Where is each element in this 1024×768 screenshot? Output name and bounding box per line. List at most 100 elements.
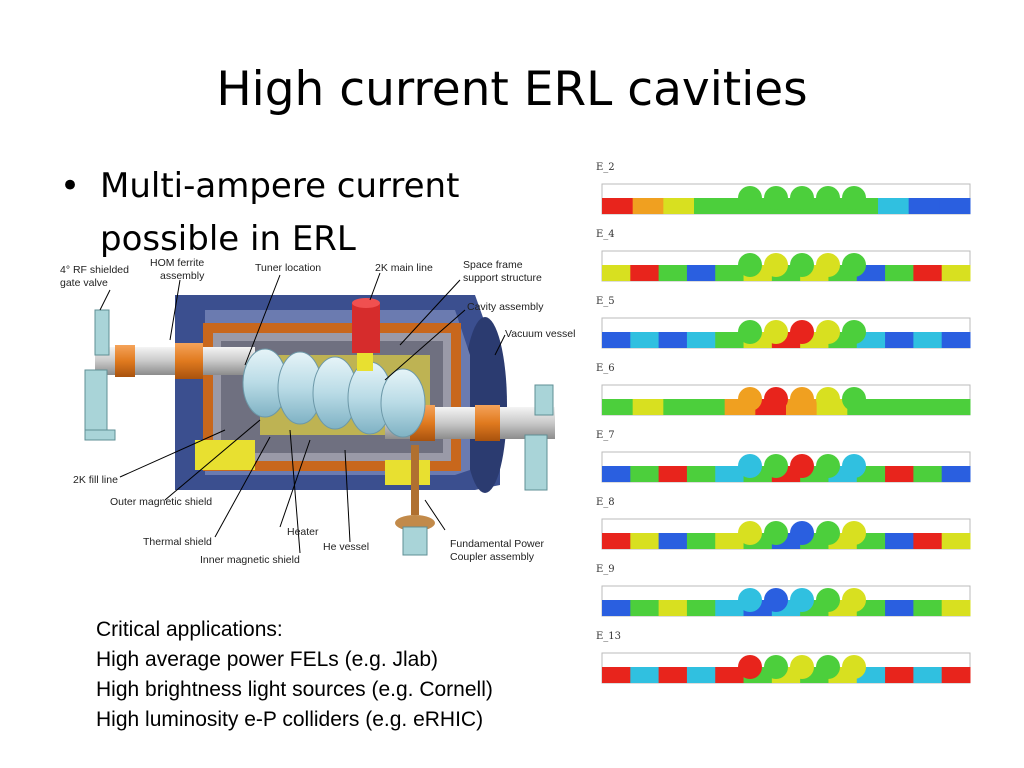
field-cell bbox=[738, 186, 762, 210]
cryomodule-diagram: 4° RF shielded gate valve HOM ferrite as… bbox=[60, 257, 575, 566]
field-cell bbox=[842, 588, 866, 612]
field-segment bbox=[602, 265, 631, 281]
field-segment bbox=[908, 198, 940, 214]
field-segment bbox=[630, 667, 660, 683]
field-segment bbox=[715, 667, 745, 683]
gate-valve-right bbox=[524, 384, 554, 491]
field-segment bbox=[602, 466, 631, 482]
field-map-strip: E_4 bbox=[596, 229, 971, 282]
field-cell bbox=[738, 320, 762, 344]
field-segment bbox=[941, 600, 971, 616]
field-map-strip: E_7 bbox=[596, 430, 971, 483]
field-map-strip: E_8 bbox=[596, 497, 971, 550]
field-segment bbox=[913, 600, 943, 616]
field-cell bbox=[738, 387, 762, 411]
gate-valve-left bbox=[84, 309, 116, 441]
field-segment bbox=[630, 332, 660, 348]
field-segment bbox=[658, 667, 688, 683]
field-segment bbox=[686, 265, 716, 281]
power-coupler bbox=[395, 445, 435, 556]
field-segment bbox=[658, 600, 688, 616]
field-cell bbox=[816, 253, 840, 277]
field-cell bbox=[816, 387, 840, 411]
field-segment bbox=[658, 265, 688, 281]
field-segment bbox=[913, 466, 943, 482]
application-item: High brightness light sources (e.g. Corn… bbox=[96, 678, 493, 701]
field-segment bbox=[878, 198, 910, 214]
field-segment bbox=[686, 332, 716, 348]
field-segment bbox=[939, 399, 971, 415]
field-segment bbox=[908, 399, 940, 415]
label-inner-magnetic-shield: Inner magnetic shield bbox=[200, 554, 300, 566]
field-cell bbox=[738, 454, 762, 478]
label-fundamental-power: Fundamental Power bbox=[450, 538, 544, 550]
field-segment bbox=[715, 466, 745, 482]
field-cell bbox=[790, 588, 814, 612]
field-segment bbox=[913, 332, 943, 348]
field-cell bbox=[738, 588, 762, 612]
field-segment bbox=[885, 466, 914, 482]
field-cell bbox=[790, 320, 814, 344]
field-cell bbox=[790, 521, 814, 545]
field-segment bbox=[658, 332, 688, 348]
field-map-label: E_7 bbox=[596, 430, 615, 441]
field-segment bbox=[602, 533, 631, 549]
field-cell bbox=[790, 186, 814, 210]
field-cell bbox=[842, 655, 866, 679]
field-map-label: E_2 bbox=[596, 162, 615, 173]
beam-pipe bbox=[95, 343, 555, 441]
label-outer-magnetic-shield: Outer magnetic shield bbox=[110, 496, 212, 508]
field-cell bbox=[790, 253, 814, 277]
field-segment bbox=[913, 533, 943, 549]
field-map-label: E_9 bbox=[596, 564, 615, 575]
field-cell bbox=[764, 387, 788, 411]
field-cell bbox=[738, 521, 762, 545]
field-map-strip: E_9 bbox=[596, 564, 971, 617]
field-map-strip: E_6 bbox=[596, 363, 971, 416]
application-item: High average power FELs (e.g. Jlab) bbox=[96, 648, 438, 671]
field-segment bbox=[885, 667, 914, 683]
field-cell bbox=[816, 521, 840, 545]
field-cell bbox=[816, 655, 840, 679]
field-segment bbox=[602, 332, 631, 348]
applications-block: Critical applications: High average powe… bbox=[96, 615, 493, 735]
field-segment bbox=[630, 533, 660, 549]
field-segment bbox=[694, 198, 726, 214]
label-heater: Heater bbox=[287, 526, 319, 538]
field-segment bbox=[885, 533, 914, 549]
field-segment bbox=[941, 533, 971, 549]
field-cell bbox=[842, 387, 866, 411]
leader-lines bbox=[99, 272, 506, 554]
field-segment bbox=[694, 399, 726, 415]
svg-text:assembly: assembly bbox=[160, 270, 205, 282]
field-segment bbox=[913, 265, 943, 281]
field-segment bbox=[885, 332, 914, 348]
label-space-frame: Space frame bbox=[463, 259, 523, 271]
field-cell bbox=[790, 387, 814, 411]
field-map-label: E_13 bbox=[596, 631, 621, 642]
field-map-label: E_5 bbox=[596, 296, 615, 307]
field-map-strip: E_2 bbox=[596, 162, 971, 215]
field-cell bbox=[842, 186, 866, 210]
field-cell bbox=[764, 320, 788, 344]
field-segment bbox=[658, 466, 688, 482]
label-2k-fill-line: 2K fill line bbox=[73, 474, 118, 486]
field-cell bbox=[764, 253, 788, 277]
field-map-strip: E_5 bbox=[596, 296, 971, 349]
field-cell bbox=[764, 521, 788, 545]
field-segment bbox=[686, 600, 716, 616]
field-map-label: E_4 bbox=[596, 229, 615, 240]
field-segment bbox=[630, 600, 660, 616]
bullet-point: • Multi-ampere current possible in ERL bbox=[60, 160, 530, 266]
field-segment bbox=[715, 600, 745, 616]
field-segment bbox=[632, 198, 664, 214]
label-hom-ferrite: HOM ferrite bbox=[150, 257, 204, 269]
field-segment bbox=[663, 399, 695, 415]
field-map-strip: E_13 bbox=[596, 631, 971, 684]
field-cell bbox=[842, 521, 866, 545]
field-segment bbox=[941, 265, 971, 281]
field-cell bbox=[816, 588, 840, 612]
svg-text:support structure: support structure bbox=[463, 272, 542, 284]
field-cell bbox=[764, 655, 788, 679]
field-segment bbox=[663, 198, 695, 214]
